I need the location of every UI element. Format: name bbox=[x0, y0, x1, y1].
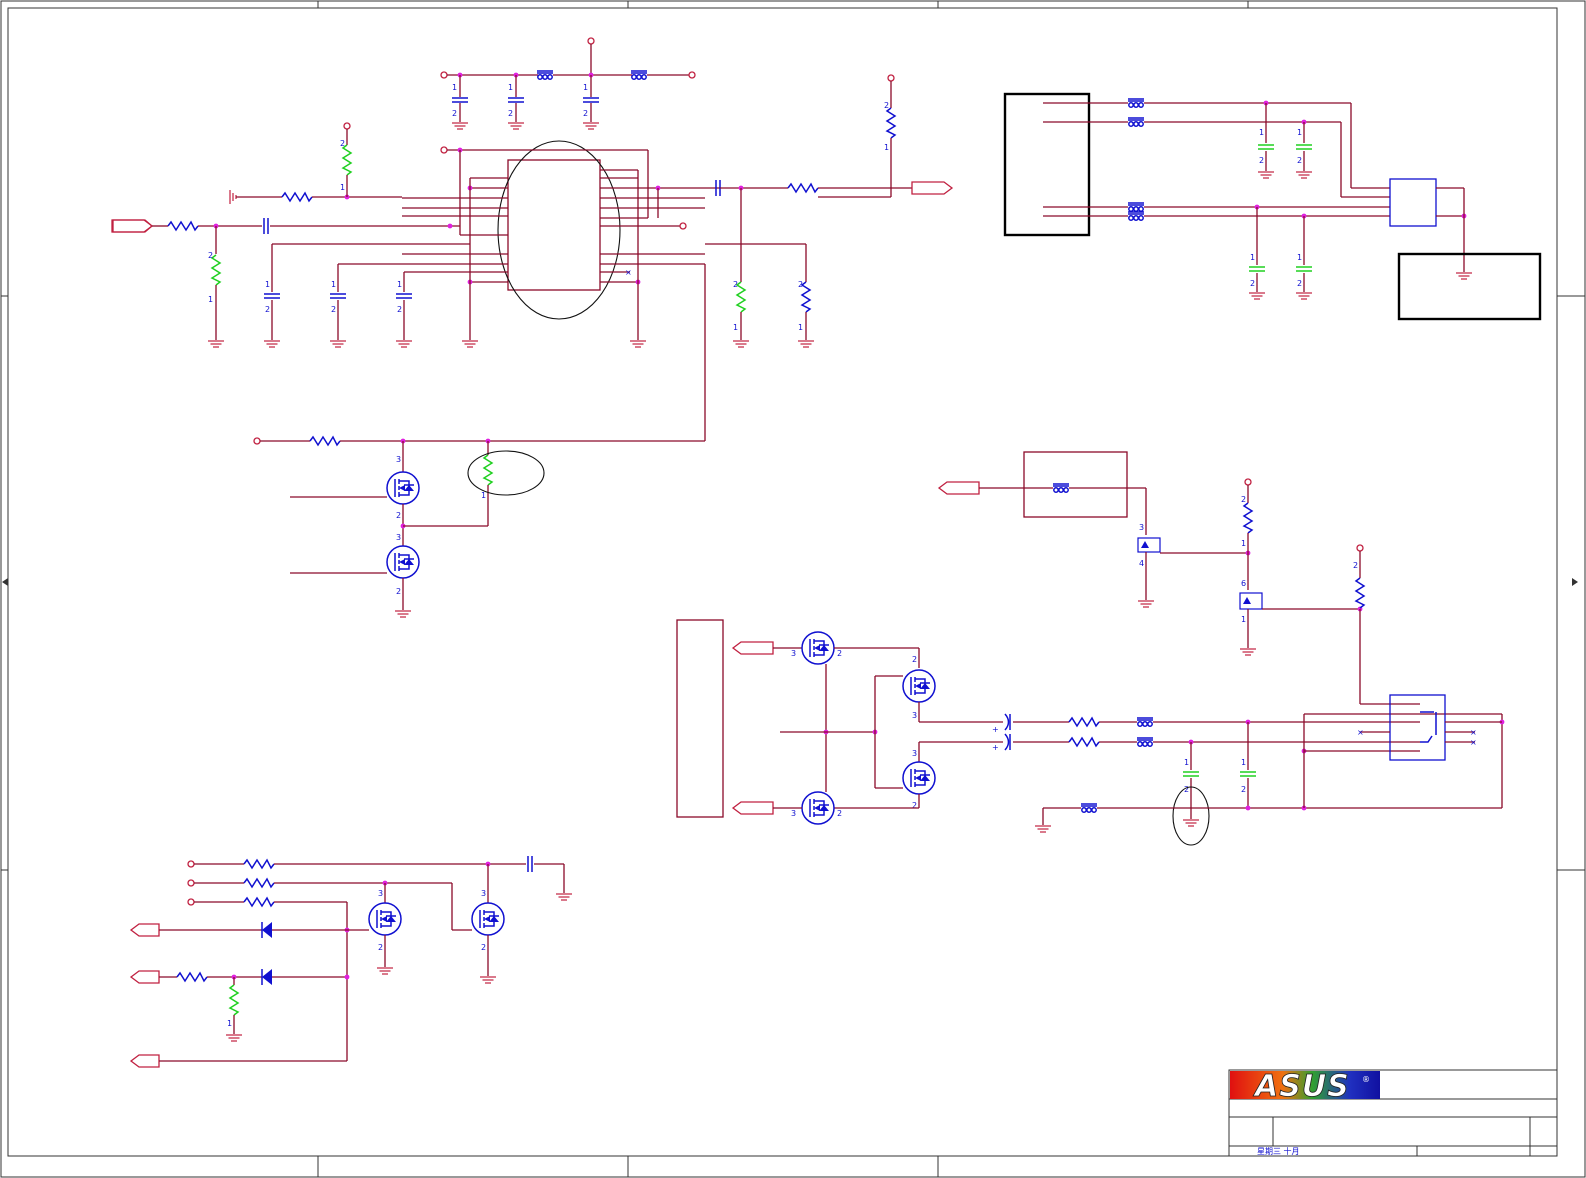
ic-block-top: 1 2 1 2 1 2 bbox=[111, 37, 953, 348]
svg-text:2: 2 bbox=[1259, 156, 1264, 165]
svg-text:1: 1 bbox=[265, 280, 270, 289]
amplifier-jack-block: 3 2 2 3 3 2 3 2 + + bbox=[676, 619, 1505, 846]
svg-text:2: 2 bbox=[1241, 495, 1246, 504]
title-block-date: 星期三 十月 bbox=[1257, 1146, 1300, 1156]
svg-text:3: 3 bbox=[1139, 523, 1144, 532]
svg-text:1: 1 bbox=[397, 280, 402, 289]
svg-text:+: + bbox=[992, 725, 999, 734]
svg-text:2: 2 bbox=[1353, 561, 1358, 570]
svg-text:3: 3 bbox=[912, 749, 917, 758]
svg-text:2: 2 bbox=[583, 109, 588, 118]
svg-text:1: 1 bbox=[1184, 758, 1189, 767]
svg-text:2: 2 bbox=[837, 649, 842, 658]
svg-text:3: 3 bbox=[378, 889, 383, 898]
svg-text:2: 2 bbox=[1241, 785, 1246, 794]
svg-text:1: 1 bbox=[331, 280, 336, 289]
svg-text:1: 1 bbox=[733, 323, 738, 332]
svg-text:2: 2 bbox=[733, 280, 738, 289]
svg-text:1: 1 bbox=[1241, 758, 1246, 767]
svg-text:1: 1 bbox=[583, 83, 588, 92]
svg-text:2: 2 bbox=[208, 251, 213, 260]
svg-text:3: 3 bbox=[912, 711, 917, 720]
svg-text:2: 2 bbox=[340, 139, 345, 148]
mute-fet-block: 3 2 1 3 2 bbox=[253, 264, 706, 618]
svg-text:2: 2 bbox=[265, 305, 270, 314]
svg-text:2: 2 bbox=[452, 109, 457, 118]
svg-text:1: 1 bbox=[1259, 128, 1264, 137]
svg-text:×: × bbox=[625, 268, 632, 277]
svg-text:3: 3 bbox=[396, 455, 401, 464]
svg-text:2: 2 bbox=[1184, 785, 1189, 794]
svg-text:1: 1 bbox=[481, 491, 486, 500]
svg-text:2: 2 bbox=[912, 801, 917, 810]
svg-text:3: 3 bbox=[791, 809, 796, 818]
svg-text:2: 2 bbox=[378, 943, 383, 952]
control-fet-block: 3 2 3 2 1 bbox=[129, 855, 573, 1068]
svg-text:2: 2 bbox=[331, 305, 336, 314]
title-block: ASUS ® 星期三 十月 bbox=[1228, 1069, 1558, 1157]
svg-text:2: 2 bbox=[1250, 279, 1255, 288]
svg-text:3: 3 bbox=[791, 649, 796, 658]
svg-text:×: × bbox=[1357, 728, 1364, 737]
svg-text:2: 2 bbox=[396, 587, 401, 596]
svg-text:2: 2 bbox=[798, 280, 803, 289]
svg-text:1: 1 bbox=[227, 1019, 232, 1028]
connector-block-top-right: 1 2 1 2 1 2 1 2 bbox=[1003, 92, 1542, 321]
svg-text:+: + bbox=[992, 743, 999, 752]
svg-text:1: 1 bbox=[208, 295, 213, 304]
svg-text:1: 1 bbox=[508, 83, 513, 92]
svg-text:2: 2 bbox=[397, 305, 402, 314]
svg-text:3: 3 bbox=[481, 889, 486, 898]
svg-text:4: 4 bbox=[1139, 559, 1144, 568]
svg-text:2: 2 bbox=[912, 655, 917, 664]
svg-text:6: 6 bbox=[1241, 579, 1246, 588]
svg-text:1: 1 bbox=[452, 83, 457, 92]
svg-text:1: 1 bbox=[1250, 253, 1255, 262]
svg-text:2: 2 bbox=[396, 511, 401, 520]
svg-text:1: 1 bbox=[340, 183, 345, 192]
svg-text:1: 1 bbox=[798, 323, 803, 332]
svg-text:×: × bbox=[1470, 728, 1477, 737]
asus-logo: ASUS ® bbox=[1230, 1069, 1380, 1104]
svg-text:1: 1 bbox=[1241, 615, 1246, 624]
svg-text:1: 1 bbox=[1297, 128, 1302, 137]
svg-text:3: 3 bbox=[396, 533, 401, 542]
svg-text:1: 1 bbox=[1297, 253, 1302, 262]
svg-text:2: 2 bbox=[884, 101, 889, 110]
asus-logo-text: ASUS bbox=[1253, 1069, 1350, 1104]
svg-text:2: 2 bbox=[1297, 156, 1302, 165]
detect-logic-block: 3 4 2 1 6 1 2 bbox=[937, 451, 1420, 705]
registered-mark: ® bbox=[1362, 1075, 1370, 1084]
svg-text:2: 2 bbox=[481, 943, 486, 952]
svg-text:1: 1 bbox=[884, 143, 889, 152]
svg-text:×: × bbox=[1470, 738, 1477, 747]
svg-text:1: 1 bbox=[1241, 539, 1246, 548]
svg-text:2: 2 bbox=[837, 809, 842, 818]
svg-text:2: 2 bbox=[508, 109, 513, 118]
svg-text:2: 2 bbox=[1297, 279, 1302, 288]
